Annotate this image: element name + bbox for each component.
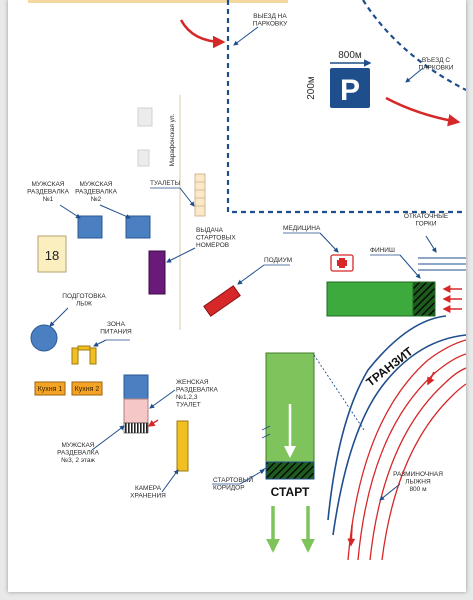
parking-height-label: 200м bbox=[306, 76, 317, 100]
transit-track-inner bbox=[327, 315, 447, 521]
parking-exit-arrow bbox=[179, 19, 226, 49]
building-small-1 bbox=[137, 107, 153, 127]
storage-room bbox=[176, 420, 189, 472]
medical-pointer bbox=[319, 232, 339, 253]
parking-entry-arrow bbox=[385, 96, 461, 127]
street-label: Марафонская ул. bbox=[169, 113, 176, 166]
podium-pointer bbox=[237, 264, 265, 285]
box-18-label: 18 bbox=[45, 248, 59, 263]
food-zone-pointer bbox=[93, 339, 107, 347]
food-table-2 bbox=[77, 345, 91, 351]
warmup-track-1 bbox=[347, 339, 466, 561]
men-changing-2-pointer bbox=[99, 204, 131, 219]
warmup-track-4 bbox=[381, 383, 466, 561]
warmup-direction-arrow-2 bbox=[347, 524, 356, 547]
finish-lanes bbox=[418, 257, 466, 271]
start-label: СТАРТ bbox=[271, 485, 310, 499]
start-numbers-tent bbox=[148, 250, 166, 295]
finish-line bbox=[412, 281, 436, 317]
finish-arrows bbox=[442, 285, 462, 313]
warmup-track-2 bbox=[357, 353, 466, 561]
finish-pointer bbox=[399, 254, 421, 279]
men-changing-room-1 bbox=[77, 215, 103, 239]
start-corridor-pointer bbox=[239, 469, 265, 485]
kitchen-1-label: Кухня 1 bbox=[38, 386, 63, 393]
start-line bbox=[265, 461, 315, 480]
kitchen-2-label: Кухня 2 bbox=[75, 386, 100, 393]
parking-width-label: 800м bbox=[338, 50, 362, 61]
men-changing-room-2 bbox=[125, 215, 151, 239]
warmup-direction-arrow-1 bbox=[427, 371, 435, 386]
header-strip bbox=[28, 0, 288, 3]
parking-exit-pointer bbox=[233, 26, 259, 46]
ski-prep-pointer bbox=[49, 307, 69, 327]
women-changing-building bbox=[123, 374, 149, 434]
start-corridor-ticks bbox=[261, 425, 271, 471]
cooldown-pointer bbox=[425, 235, 437, 253]
storage-pointer bbox=[161, 469, 179, 493]
warmup-track-3 bbox=[369, 367, 466, 561]
warmup-pointer bbox=[379, 483, 401, 501]
start-direction-arrow-head bbox=[284, 446, 296, 458]
parking-boundary bbox=[226, 0, 466, 214]
food-table-3 bbox=[89, 347, 97, 365]
building-small-2 bbox=[137, 149, 150, 167]
toilets-top bbox=[194, 173, 206, 217]
ski-prep-tent bbox=[30, 324, 58, 352]
women-changing-pointer bbox=[149, 389, 176, 409]
women-changing-entry-arrow bbox=[147, 419, 159, 427]
podium bbox=[203, 285, 241, 317]
medical-station bbox=[330, 254, 354, 272]
parking-sign: P 800м 200м bbox=[306, 50, 372, 108]
men-changing-1-pointer bbox=[59, 204, 81, 219]
kitchen-2 bbox=[71, 381, 103, 396]
parking-entry-pointer bbox=[405, 67, 424, 83]
finish-label: ФИНИШ bbox=[370, 247, 395, 254]
parking-symbol: P bbox=[340, 74, 360, 107]
podium-label: ПОДИУМ bbox=[264, 257, 292, 264]
food-table-1 bbox=[71, 347, 79, 365]
toilets-pointer bbox=[179, 187, 195, 207]
medical-label: МЕДИЦИНА bbox=[283, 225, 321, 232]
toilets-label: ТУАЛЕТЫ bbox=[150, 180, 181, 187]
men-changing-3-pointer bbox=[91, 425, 125, 451]
transit-track-outer bbox=[332, 334, 466, 536]
box-18 bbox=[37, 235, 67, 273]
kitchen-1 bbox=[34, 381, 66, 396]
start-numbers-pointer bbox=[166, 247, 196, 263]
start-dotted-guide bbox=[313, 354, 365, 431]
